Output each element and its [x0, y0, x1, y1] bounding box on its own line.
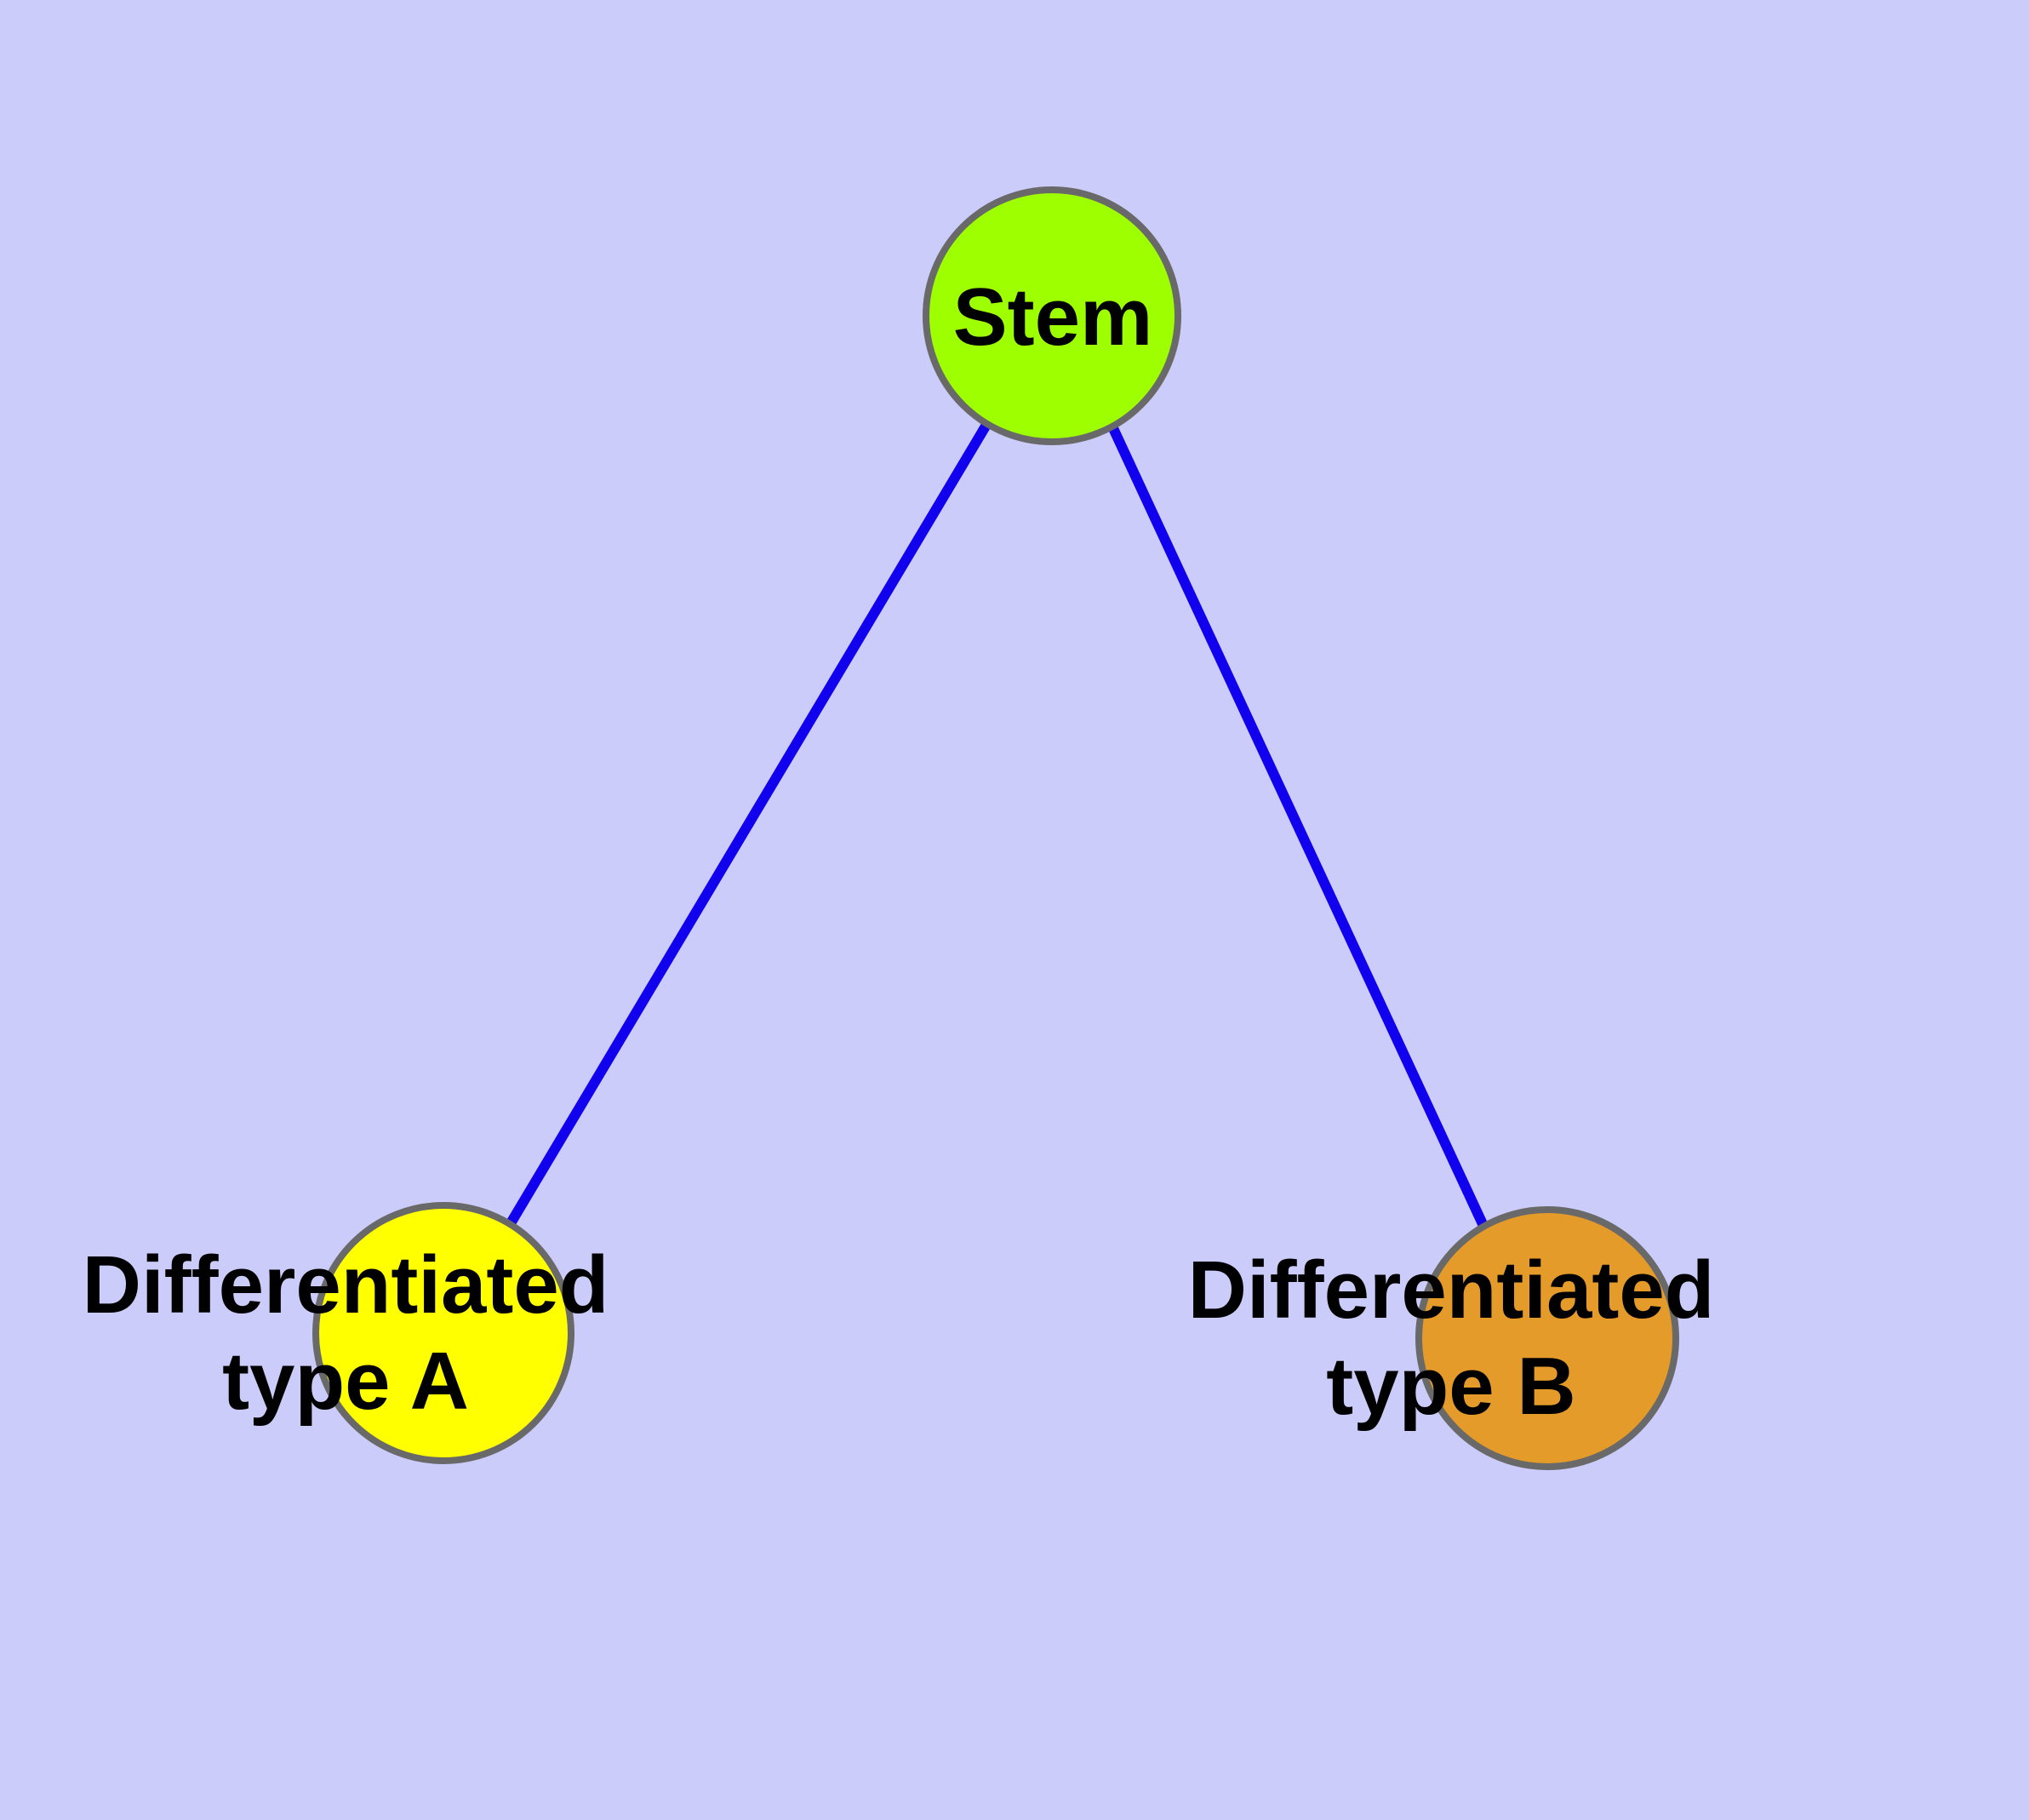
graph-edge[interactable]: [1107, 424, 1489, 1228]
graph-edge[interactable]: [506, 421, 992, 1227]
graph-node-diff-a[interactable]: [312, 1202, 574, 1464]
edges-layer: [506, 421, 1489, 1228]
nodes-layer: [312, 186, 1679, 1470]
graph-node-diff-b[interactable]: [1415, 1206, 1679, 1470]
graph-node-stem[interactable]: [923, 186, 1181, 445]
